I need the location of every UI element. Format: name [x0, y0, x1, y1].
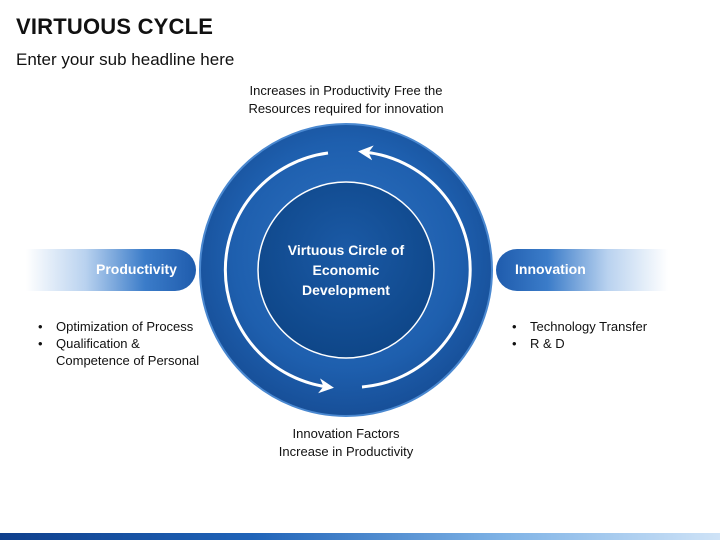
- left-bullet-1: Optimization of Process: [32, 318, 232, 335]
- cycle-arrow-right: [358, 145, 472, 389]
- page-title: VIRTUOUS CYCLE: [16, 14, 214, 39]
- top-caption-line-1: Increases in Productivity Free the: [249, 83, 443, 98]
- bottom-caption: Innovation Factors Increase in Productiv…: [220, 425, 472, 461]
- center-label-line-1: Virtuous Circle of: [287, 242, 405, 258]
- right-node-bullets: Technology Transfer R & D: [506, 318, 686, 352]
- left-node-label: Productivity: [96, 261, 177, 277]
- center-label-line-3: Development: [302, 282, 390, 298]
- center-label: Virtuous Circle of Economic Development: [266, 240, 426, 300]
- inner-core: [257, 181, 435, 359]
- page-subtitle: Enter your sub headline here: [16, 50, 235, 69]
- left-node-bullets: Optimization of Process Qualification &: [32, 318, 232, 352]
- bottom-caption-line-1: Innovation Factors: [292, 426, 400, 441]
- right-bullet-2: R & D: [506, 335, 686, 352]
- left-bullet-continuation: Competence of Personal: [56, 353, 200, 368]
- cycle-arrow-left: [223, 151, 334, 394]
- top-caption-line-2: Resources required for innovation: [248, 101, 444, 116]
- footer-bar: [0, 533, 720, 540]
- left-node-pill: Productivity: [26, 249, 196, 291]
- right-bullet-1: Technology Transfer: [506, 318, 686, 335]
- right-node-label: Innovation: [515, 261, 586, 277]
- center-label-line-2: Economic: [312, 262, 380, 278]
- top-caption: Increases in Productivity Free the Resou…: [200, 82, 492, 118]
- bottom-caption-line-2: Increase in Productivity: [278, 444, 414, 459]
- left-bullet-2: Qualification &: [32, 335, 232, 352]
- right-node-pill: Innovation: [496, 249, 668, 291]
